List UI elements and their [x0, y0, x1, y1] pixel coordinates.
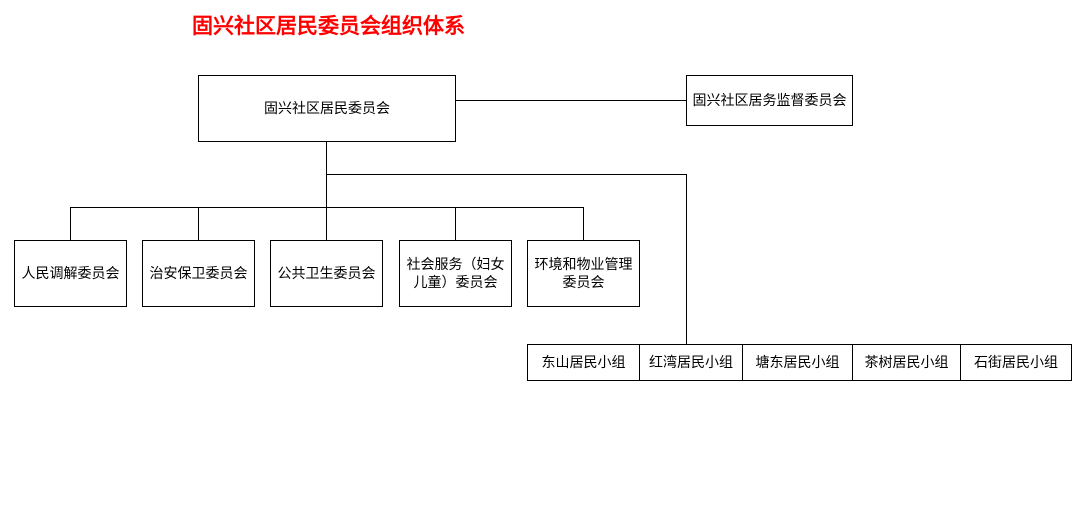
- committee-box: 人民调解委员会: [14, 240, 127, 307]
- resident-group-box: 红湾居民小组: [639, 344, 743, 381]
- resident-group-label: 红湾居民小组: [649, 354, 733, 371]
- connector-group-branch: [326, 174, 687, 175]
- committee-label: 治安保卫委员会: [149, 265, 248, 282]
- top-node-label: 固兴社区居民委员会: [264, 100, 390, 117]
- connector-top-trunk: [326, 141, 327, 240]
- resident-group-label: 塘东居民小组: [755, 354, 840, 371]
- committee-box: 环境和物业管理委员会: [527, 240, 640, 307]
- resident-group-box: 塘东居民小组: [742, 344, 853, 381]
- committee-box: 治安保卫委员会: [142, 240, 255, 307]
- committee-label: 环境和物业管理委员会: [534, 256, 633, 291]
- connector-group-trunk: [686, 174, 687, 345]
- committee-box: 公共卫生委员会: [270, 240, 383, 307]
- connector-committee-4: [455, 207, 456, 240]
- committee-box: 社会服务（妇女儿童）委员会: [399, 240, 512, 307]
- connector-committee-bus: [70, 207, 584, 208]
- committee-label: 人民调解委员会: [21, 265, 120, 282]
- connector-committee-2: [198, 207, 199, 240]
- top-node: 固兴社区居民委员会: [198, 75, 456, 142]
- resident-group-label: 茶树居民小组: [864, 354, 949, 371]
- side-node: 固兴社区居务监督委员会: [686, 75, 853, 126]
- resident-group-box: 石街居民小组: [960, 344, 1072, 381]
- connector-committee-5: [583, 207, 584, 240]
- side-node-label: 固兴社区居务监督委员会: [692, 92, 847, 109]
- diagram-title: 固兴社区居民委员会组织体系: [192, 14, 465, 38]
- connector-top-to-side: [455, 100, 687, 101]
- resident-group-box: 东山居民小组: [527, 344, 640, 381]
- resident-group-box: 茶树居民小组: [852, 344, 961, 381]
- resident-group-label: 石街居民小组: [974, 354, 1058, 371]
- committee-label: 公共卫生委员会: [277, 265, 376, 282]
- connector-committee-1: [70, 207, 71, 240]
- resident-group-label: 东山居民小组: [541, 354, 626, 371]
- committee-label: 社会服务（妇女儿童）委员会: [406, 256, 505, 291]
